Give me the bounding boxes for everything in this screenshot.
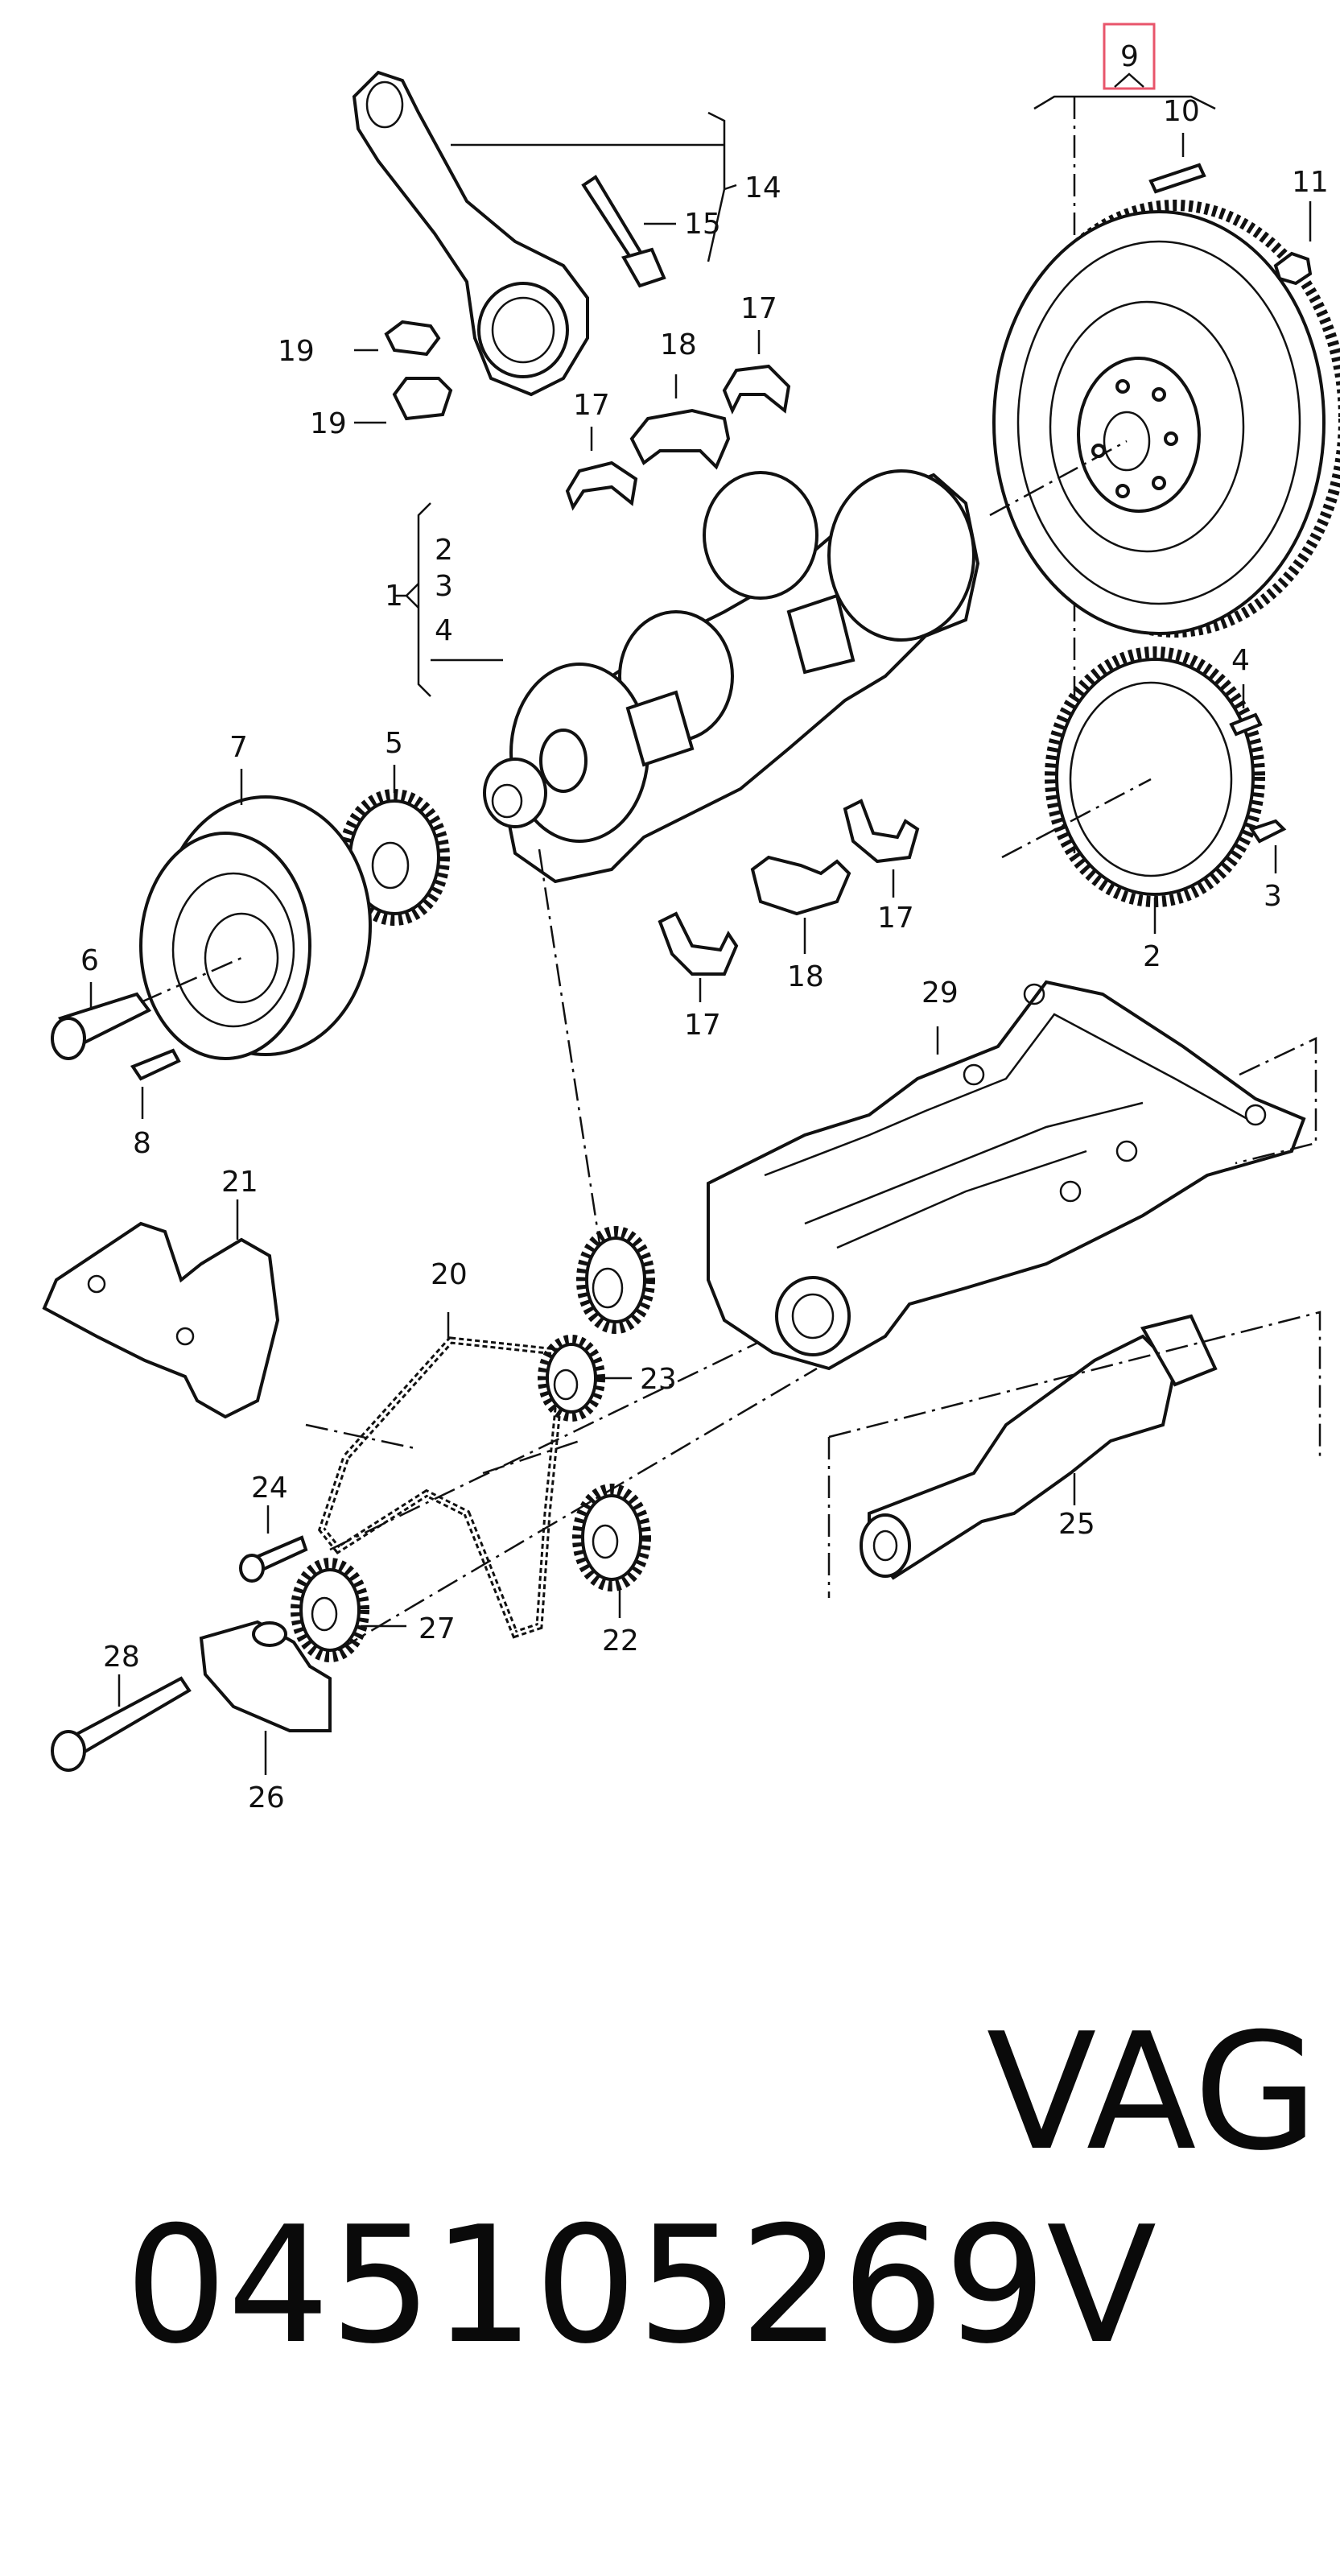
callout-2: 2 <box>1143 940 1161 973</box>
rod-bearing-upper <box>354 320 441 357</box>
sensor-wheel <box>1001 646 1265 907</box>
flywheel-bolt <box>1273 201 1313 286</box>
callout-7: 7 <box>229 731 248 764</box>
callout-5: 5 <box>385 727 403 760</box>
chain-sprocket-lower <box>291 1558 406 1662</box>
callout-17-lower-right: 17 <box>877 902 914 935</box>
callout-19-upper: 19 <box>278 335 315 368</box>
callout-18-top: 18 <box>660 328 697 361</box>
callout-11: 11 <box>1292 166 1329 199</box>
callout-2-crank: 2 <box>435 534 453 567</box>
callout-6: 6 <box>80 944 99 977</box>
pulley-small-bolt <box>130 1048 181 1119</box>
balance-weight <box>199 1620 332 1775</box>
main-bearing-shell-lower <box>750 855 851 954</box>
brand-name: VAG <box>986 1999 1318 2186</box>
main-bearing-shell-upper <box>629 374 731 470</box>
callout-14: 14 <box>744 171 781 204</box>
tensioner-bolt <box>239 1505 308 1583</box>
flywheel <box>989 95 1340 857</box>
crankshaft <box>483 469 980 884</box>
callout-28: 28 <box>103 1641 140 1674</box>
chain-sprocket-top <box>576 1226 655 1334</box>
callout-3: 3 <box>1264 880 1282 913</box>
timing-chain <box>317 1312 567 1639</box>
callout-27: 27 <box>418 1612 456 1645</box>
rod-bearing-lower <box>354 377 453 424</box>
chain-sprocket-middle <box>538 1335 632 1422</box>
callout-17-top-left: 17 <box>573 389 610 422</box>
callout-17-top-right: 17 <box>740 292 777 325</box>
callout-22: 22 <box>602 1624 639 1657</box>
thrust-washer-upper-right <box>722 330 791 415</box>
callout-8: 8 <box>133 1127 151 1160</box>
part-number-caption: 045105269V VAG <box>23 1996 1318 2380</box>
part-number: 045105269V <box>125 2192 1157 2380</box>
callout-4: 4 <box>1231 644 1250 677</box>
chain-sprocket-right <box>572 1484 651 1618</box>
long-bolt <box>51 1674 192 1772</box>
callout-24: 24 <box>251 1472 288 1505</box>
callout-21: 21 <box>221 1166 258 1199</box>
oil-pump-housing <box>707 980 1306 1371</box>
callout-26: 26 <box>248 1781 285 1814</box>
callout-20: 20 <box>431 1258 468 1291</box>
exploded-parts-diagram: 9 10 11 14 15 19 19 17 18 17 2 3 4 1 4 5… <box>42 23 1340 1814</box>
thrust-washer-lower-right <box>843 799 920 898</box>
callout-1: 1 <box>385 580 403 613</box>
callout-labels: 9 10 11 14 15 19 19 17 18 17 2 3 4 1 4 5… <box>80 40 1329 1814</box>
pulley-bolt <box>51 956 242 1060</box>
thrust-washer-upper-left <box>565 427 638 511</box>
callout-3-crank: 3 <box>435 570 453 603</box>
callout-10: 10 <box>1163 95 1200 128</box>
callout-15: 15 <box>684 208 721 241</box>
callout-29: 29 <box>922 976 959 1009</box>
callout-9: 9 <box>1120 40 1139 73</box>
callout-17-lower-left: 17 <box>684 1009 721 1042</box>
callout-19-lower: 19 <box>310 407 347 440</box>
highlight-box <box>1103 23 1156 90</box>
thrust-washer-lower-left <box>658 911 739 1002</box>
callout-18-lower: 18 <box>787 960 824 993</box>
sensor-wheel-pin <box>1229 684 1263 737</box>
callout-23: 23 <box>640 1363 677 1396</box>
callout-25: 25 <box>1058 1508 1095 1541</box>
vibration-damper-pulley <box>139 769 372 1060</box>
flywheel-pin <box>1148 133 1206 194</box>
connecting-rod <box>352 70 589 397</box>
callout-4-crank: 4 <box>435 614 453 647</box>
sensor-wheel-bolt <box>1248 819 1287 873</box>
rod-bolt <box>581 175 676 288</box>
balance-shaft <box>860 1314 1218 1580</box>
chain-tensioner <box>42 1199 280 1419</box>
